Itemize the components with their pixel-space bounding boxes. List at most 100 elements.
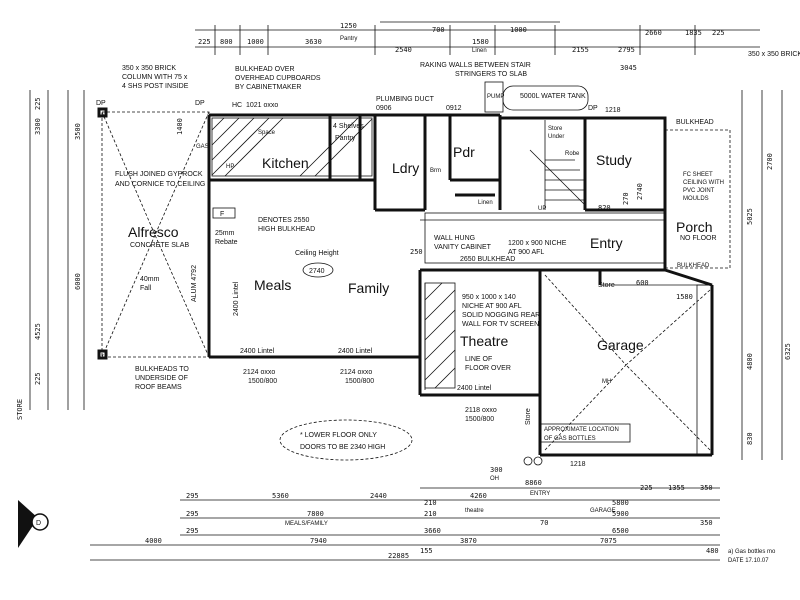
svg-text:FC SHEET: FC SHEET bbox=[683, 172, 713, 178]
svg-text:a) Gas bottles mo: a) Gas bottles mo bbox=[728, 549, 776, 555]
svg-text:Robe: Robe bbox=[565, 151, 580, 157]
svg-text:DATE 17.10.07: DATE 17.10.07 bbox=[728, 558, 769, 564]
svg-text:2660: 2660 bbox=[645, 29, 662, 37]
svg-text:BULKHEADS TO: BULKHEADS TO bbox=[135, 366, 189, 373]
alfresco-area bbox=[97, 107, 210, 360]
svg-text:6000: 6000 bbox=[74, 273, 82, 290]
svg-text:BULKHEAD: BULKHEAD bbox=[676, 119, 714, 126]
svg-text:Linen: Linen bbox=[472, 48, 487, 54]
svg-text:1021 oxxo: 1021 oxxo bbox=[246, 102, 278, 109]
svg-text:1580: 1580 bbox=[472, 38, 489, 46]
svg-text:D: D bbox=[36, 520, 41, 527]
room-alfresco: Alfresco bbox=[128, 224, 179, 240]
svg-text:Space: Space bbox=[258, 130, 276, 136]
svg-text:295: 295 bbox=[186, 492, 199, 500]
svg-text:225: 225 bbox=[34, 97, 42, 110]
svg-text:Pantry: Pantry bbox=[340, 36, 357, 42]
svg-text:PVC JOINT: PVC JOINT bbox=[683, 188, 715, 194]
svg-text:VANITY CABINET: VANITY CABINET bbox=[434, 244, 492, 251]
svg-text:1580: 1580 bbox=[676, 293, 693, 301]
svg-text:2540: 2540 bbox=[395, 46, 412, 54]
lower-floor-note: * LOWER FLOOR ONLY DOORS TO BE 2340 HIGH bbox=[279, 419, 413, 461]
svg-text:BULKHEAD: BULKHEAD bbox=[677, 263, 710, 269]
svg-text:WALL HUNG: WALL HUNG bbox=[434, 235, 475, 242]
svg-text:APPROXIMATE LOCATION: APPROXIMATE LOCATION bbox=[544, 427, 619, 433]
svg-text:MH: MH bbox=[602, 379, 611, 385]
svg-text:225: 225 bbox=[712, 29, 725, 37]
interior-notes: FLUSH JOINED GYPROCK AND CORNICE TO CEIL… bbox=[115, 126, 724, 385]
room-porch: Porch bbox=[676, 219, 713, 235]
svg-text:1835: 1835 bbox=[685, 29, 702, 37]
svg-text:2650 BULKHEAD: 2650 BULKHEAD bbox=[460, 256, 515, 263]
svg-text:theatre: theatre bbox=[465, 508, 484, 514]
svg-text:OVERHEAD CUPBOARDS: OVERHEAD CUPBOARDS bbox=[235, 75, 321, 82]
svg-text:830: 830 bbox=[746, 432, 754, 445]
svg-text:Brm: Brm bbox=[430, 168, 441, 174]
svg-text:300: 300 bbox=[490, 466, 503, 474]
svg-text:5000L WATER TANK: 5000L WATER TANK bbox=[520, 93, 586, 100]
svg-text:5800: 5800 bbox=[612, 499, 629, 507]
svg-text:800: 800 bbox=[220, 38, 233, 46]
svg-text:2124 oxxo: 2124 oxxo bbox=[340, 369, 372, 376]
svg-text:MOULDS: MOULDS bbox=[683, 196, 709, 202]
svg-text:UP: UP bbox=[538, 206, 546, 212]
svg-text:270: 270 bbox=[622, 192, 630, 205]
svg-text:2700: 2700 bbox=[766, 153, 774, 170]
room-theatre: Theatre bbox=[460, 333, 508, 349]
svg-text:ROOF BEAMS: ROOF BEAMS bbox=[135, 384, 182, 391]
svg-text:OF GAS BOTTLES: OF GAS BOTTLES bbox=[544, 436, 596, 442]
svg-text:1250: 1250 bbox=[340, 22, 357, 30]
svg-text:2795: 2795 bbox=[618, 46, 635, 54]
svg-text:3660: 3660 bbox=[424, 527, 441, 535]
svg-text:295: 295 bbox=[186, 527, 199, 535]
svg-text:PLUMBING DUCT: PLUMBING DUCT bbox=[376, 96, 435, 103]
top-dimension-text: 225 800 1000 3630 2540 1580 700 1000 215… bbox=[198, 22, 725, 54]
svg-text:DP: DP bbox=[588, 105, 598, 112]
svg-text:NICHE AT 900 AFL: NICHE AT 900 AFL bbox=[462, 303, 522, 310]
svg-text:350 x 350 BRICK: 350 x 350 BRICK bbox=[122, 65, 176, 72]
svg-text:DENOTES 2550: DENOTES 2550 bbox=[258, 217, 309, 224]
svg-text:350: 350 bbox=[700, 519, 713, 527]
top-dimension-lines bbox=[195, 21, 760, 55]
svg-text:5360: 5360 bbox=[272, 492, 289, 500]
bulkheads-note: BULKHEADS TO UNDERSIDE OF ROOF BEAMS bbox=[135, 366, 189, 391]
svg-text:NO FLOOR: NO FLOOR bbox=[680, 235, 717, 242]
svg-text:2400 Lintel: 2400 Lintel bbox=[240, 348, 275, 355]
room-labels: Alfresco Kitchen Meals Family Theatre Ga… bbox=[128, 123, 713, 425]
stair: UP bbox=[529, 149, 586, 212]
right-dimension-lines: 2700 5025 4800 6325 830 350 x 350 BRICK bbox=[741, 51, 800, 460]
room-kitchen: Kitchen bbox=[262, 155, 309, 171]
room-store: Store bbox=[598, 282, 615, 289]
svg-text:22885: 22885 bbox=[388, 552, 409, 560]
svg-text:2740: 2740 bbox=[309, 268, 325, 275]
svg-text:0906: 0906 bbox=[376, 105, 392, 112]
svg-text:2124 oxxo: 2124 oxxo bbox=[243, 369, 275, 376]
svg-text:DP: DP bbox=[96, 100, 106, 107]
svg-text:25mm: 25mm bbox=[215, 230, 235, 237]
room-study: Study bbox=[596, 152, 632, 168]
svg-text:Rebate: Rebate bbox=[215, 239, 238, 246]
footer-notes: a) Gas bottles mo DATE 17.10.07 bbox=[728, 549, 776, 564]
svg-text:3630: 3630 bbox=[305, 38, 322, 46]
room-family: Family bbox=[348, 280, 389, 296]
svg-text:STORE: STORE bbox=[16, 399, 24, 420]
svg-text:WALL FOR TV SCREEN: WALL FOR TV SCREEN bbox=[462, 321, 539, 328]
svg-text:3500: 3500 bbox=[74, 123, 82, 140]
svg-text:6325: 6325 bbox=[784, 343, 792, 360]
svg-text:820: 820 bbox=[598, 204, 611, 212]
svg-text:Store: Store bbox=[525, 408, 532, 425]
svg-text:COLUMN WITH 75 x: COLUMN WITH 75 x bbox=[122, 74, 188, 81]
svg-text:F: F bbox=[220, 211, 224, 218]
svg-text:MEALS/FAMILY: MEALS/FAMILY bbox=[285, 521, 328, 527]
svg-text:4800: 4800 bbox=[746, 353, 754, 370]
svg-text:1500/800: 1500/800 bbox=[465, 416, 494, 423]
svg-text:1218: 1218 bbox=[570, 461, 586, 468]
svg-text:70: 70 bbox=[540, 519, 548, 527]
room-ldry: Ldry bbox=[392, 160, 419, 176]
svg-text:1500/800: 1500/800 bbox=[248, 378, 277, 385]
svg-text:ALUM 4792: ALUM 4792 bbox=[191, 265, 198, 302]
svg-text:BY CABINETMAKER: BY CABINETMAKER bbox=[235, 84, 301, 91]
svg-text:0912: 0912 bbox=[446, 105, 462, 112]
svg-text:CONCRETE SLAB: CONCRETE SLAB bbox=[130, 242, 189, 249]
